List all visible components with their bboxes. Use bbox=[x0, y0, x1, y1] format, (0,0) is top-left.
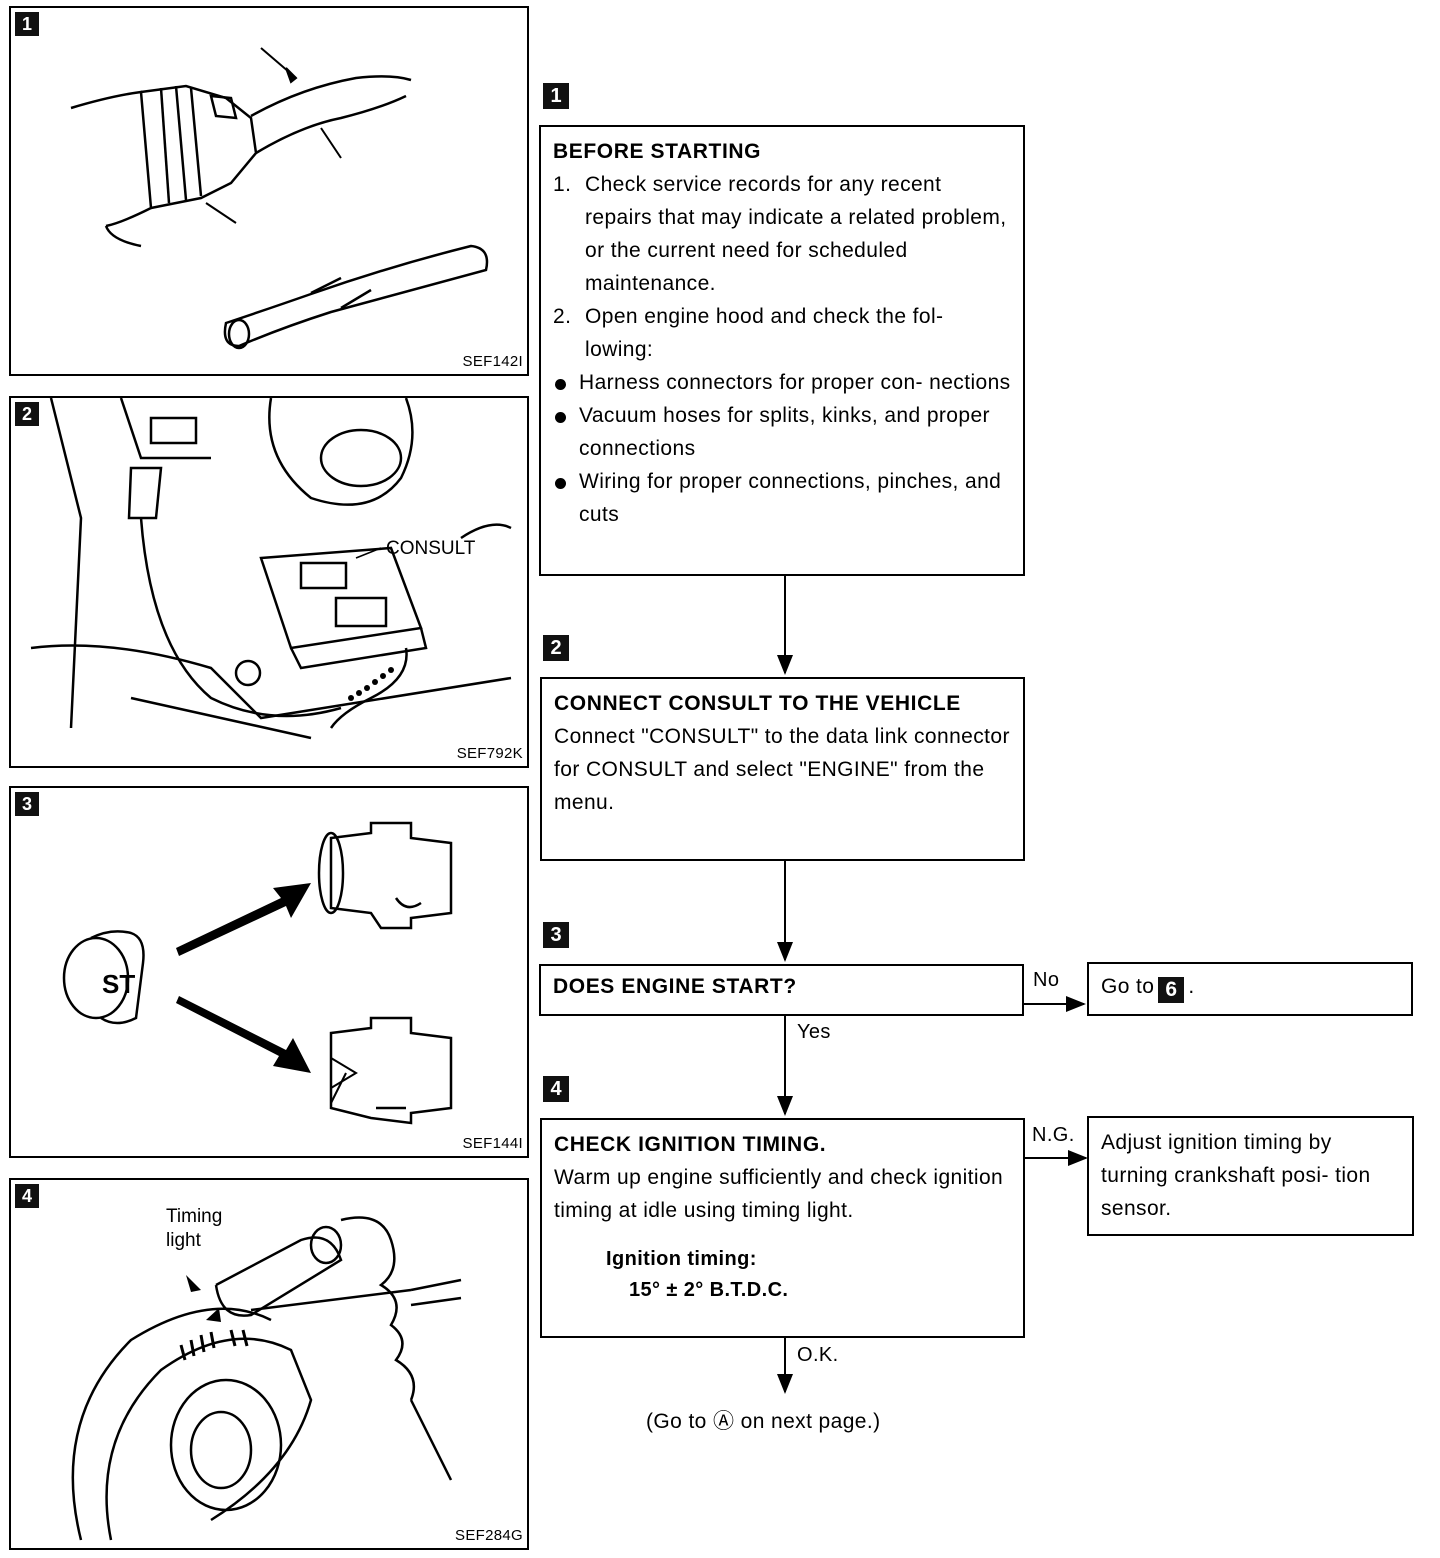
step-body: Warm up engine sufficiently and check ig… bbox=[554, 1166, 1004, 1222]
step-box-engine-start: DOES ENGINE START? bbox=[539, 964, 1024, 1016]
step-body: Connect "CONSULT" to the data link conne… bbox=[554, 725, 1010, 814]
bullet-list: Harness connectors for proper con- necti… bbox=[553, 366, 1011, 531]
step-number-badge: 1 bbox=[543, 83, 569, 109]
engine-start-illustration: ST bbox=[62, 821, 453, 1125]
figure-code: SEF792K bbox=[456, 745, 523, 762]
figure-code: SEF144I bbox=[462, 1135, 523, 1152]
start-key-label: ST bbox=[102, 969, 135, 999]
step-number-badge: 4 bbox=[543, 1076, 569, 1102]
step-title: BEFORE STARTING bbox=[553, 140, 762, 163]
list-item: 2.Open engine hood and check the fol- lo… bbox=[553, 305, 944, 361]
ng-branch-label: N.G. bbox=[1032, 1124, 1075, 1146]
step-box-ignition-timing: CHECK IGNITION TIMING. Warm up engine su… bbox=[540, 1118, 1025, 1338]
numbered-list: 1.Check service records for any recent r… bbox=[553, 168, 1011, 366]
timing-light-illustration: Timing light bbox=[71, 1206, 462, 1541]
step-box-before-starting: BEFORE STARTING 1.Check service records … bbox=[539, 125, 1025, 576]
figure-code: SEF284G bbox=[455, 1527, 523, 1544]
next-page-reference: (Go to Ⓐ on next page.) bbox=[646, 1410, 881, 1433]
adjust-timing-box: Adjust ignition timing by turning cranks… bbox=[1087, 1116, 1414, 1236]
spec-label: Ignition timing: bbox=[606, 1248, 757, 1270]
illustration-panel-4: Timing light 4 SEF284G bbox=[9, 1178, 529, 1550]
list-item: Wiring for proper connections, pinches, … bbox=[553, 465, 1011, 531]
yes-branch-label: Yes bbox=[797, 1021, 831, 1043]
goto-suffix: . bbox=[1188, 975, 1195, 998]
panel-number-badge: 4 bbox=[15, 1184, 39, 1208]
timing-light-callout-line2: light bbox=[166, 1230, 202, 1251]
step-title: CONNECT CONSULT TO THE VEHICLE bbox=[554, 692, 961, 715]
consult-callout: CONSULT bbox=[386, 538, 476, 559]
spec-value: 15° ± 2° B.T.D.C. bbox=[629, 1279, 789, 1301]
figure-code: SEF142I bbox=[462, 353, 523, 370]
timing-light-callout-line1: Timing bbox=[166, 1206, 222, 1227]
step-title: DOES ENGINE START? bbox=[553, 975, 797, 998]
step-title: CHECK IGNITION TIMING. bbox=[554, 1133, 827, 1156]
illustration-panel-3: ST 3 SEF144I bbox=[9, 786, 529, 1158]
panel-number-badge: 1 bbox=[15, 12, 39, 36]
consult-connection-illustration: CONSULT bbox=[30, 398, 512, 740]
list-item: 1.Check service records for any recent r… bbox=[553, 173, 1007, 295]
step-6-badge: 6 bbox=[1158, 977, 1185, 1003]
hose-inspection-illustration bbox=[70, 47, 489, 350]
no-branch-label: No bbox=[1033, 969, 1060, 991]
illustration-panel-1: 1 SEF142I bbox=[9, 6, 529, 376]
list-item: Vacuum hoses for splits, kinks, and prop… bbox=[553, 399, 1011, 465]
panel-number-badge: 2 bbox=[15, 402, 39, 426]
panel-number-badge: 3 bbox=[15, 792, 39, 816]
ok-branch-label: O.K. bbox=[797, 1344, 839, 1366]
step-number-badge: 3 bbox=[543, 922, 569, 948]
step-box-connect-consult: CONNECT CONSULT TO THE VEHICLE Connect "… bbox=[540, 677, 1025, 861]
list-item: Harness connectors for proper con- necti… bbox=[553, 366, 1011, 399]
illustration-panel-2: CONSULT 2 SEF792K bbox=[9, 396, 529, 768]
step-number-badge: 2 bbox=[543, 635, 569, 661]
goto-prefix: Go to bbox=[1101, 975, 1155, 998]
ng-action-text: Adjust ignition timing by turning cranks… bbox=[1101, 1131, 1371, 1220]
